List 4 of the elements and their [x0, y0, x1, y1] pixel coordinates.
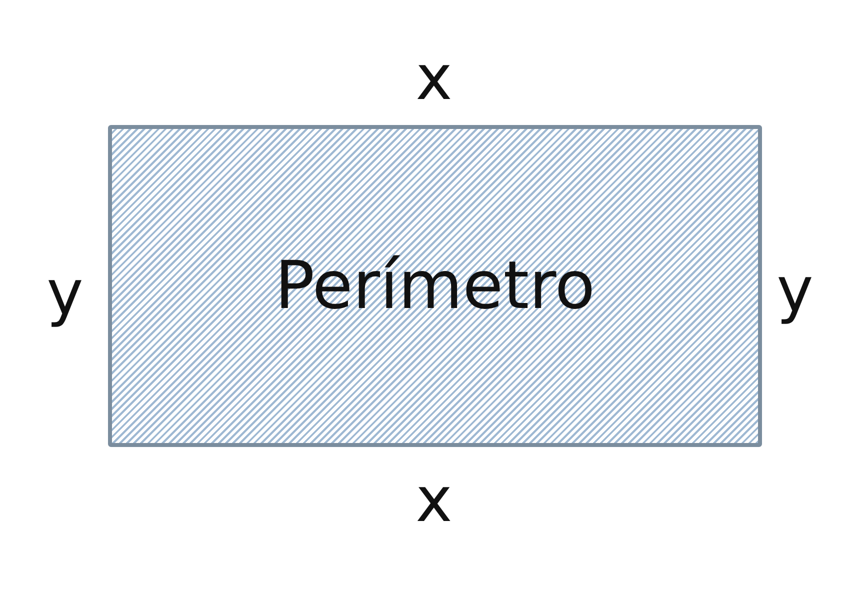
- side-length-label: x: [416, 47, 452, 109]
- side-length-label: x: [416, 469, 452, 531]
- area-label: Perímetro: [274, 253, 596, 319]
- hatched-rectangle: [108, 125, 762, 447]
